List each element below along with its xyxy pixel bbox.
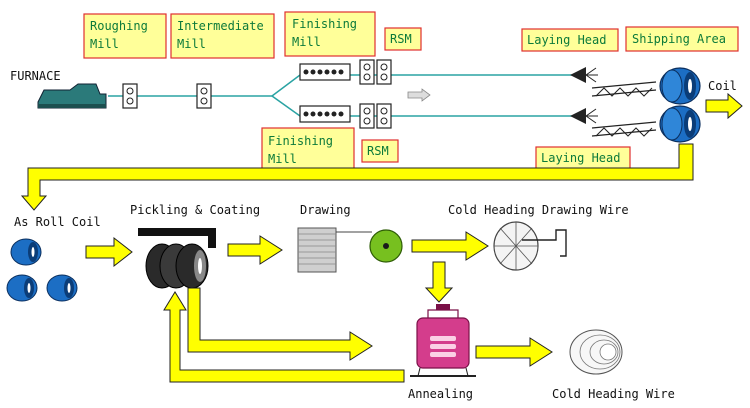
coil-bottom-icon bbox=[659, 105, 701, 143]
finishing-mill-top-icon bbox=[299, 63, 351, 81]
finishing-mill-top-label-line1: Finishing bbox=[292, 17, 357, 31]
coil-label: Coil bbox=[708, 79, 737, 93]
roughing-mill-label-box: Roughing Mill bbox=[83, 13, 167, 59]
roughing-mill-label-line2: Mill bbox=[90, 37, 119, 51]
annealing-furnace-icon bbox=[410, 304, 476, 377]
finishing-mill-bottom-label-line1: Finishing bbox=[268, 134, 333, 148]
furnace-icon bbox=[37, 83, 107, 109]
to-annealing-arrow bbox=[424, 261, 454, 303]
cold-heading-drawing-wire-label: Cold Heading Drawing Wire bbox=[448, 203, 629, 217]
coil-top-icon bbox=[659, 67, 701, 105]
pickling-coating-label: Pickling & Coating bbox=[130, 203, 260, 217]
laying-head-top-label: Laying Head bbox=[527, 33, 606, 47]
conveyor-top-icon bbox=[591, 81, 657, 97]
rsm-bottom-icon bbox=[359, 103, 392, 129]
pickling-coating-icon bbox=[138, 228, 216, 289]
as-roll-coil-icon bbox=[6, 238, 78, 302]
finishing-mill-bottom-icon bbox=[299, 105, 351, 123]
laying-head-bottom-label: Laying Head bbox=[541, 151, 620, 165]
laying-head-bottom-label-box: Laying Head bbox=[535, 146, 631, 170]
finishing-mill-top-label-box: Finishing Mill bbox=[284, 11, 376, 57]
furnace-label: FURNACE bbox=[10, 69, 61, 83]
rsm-top-label-box: RSM bbox=[384, 27, 422, 51]
finishing-mill-top-label-line2: Mill bbox=[292, 35, 321, 49]
conveyor-bottom-icon bbox=[591, 121, 657, 137]
shipping-area-label-box: Shipping Area bbox=[625, 26, 739, 52]
coil-output-arrow bbox=[705, 92, 743, 120]
laying-head-top-label-box: Laying Head bbox=[521, 28, 619, 52]
rsm-top-icon bbox=[359, 59, 392, 85]
cold-heading-wire-icon bbox=[569, 329, 623, 375]
return-flow-arrow bbox=[20, 143, 694, 211]
roughing-mill-stand-icon bbox=[122, 83, 138, 109]
to-cold-heading-drawing-wire-arrow bbox=[411, 231, 489, 261]
as-roll-coil-label: As Roll Coil bbox=[14, 215, 101, 229]
finishing-mill-bottom-label-line2: Mill bbox=[268, 152, 297, 166]
to-pickling-arrow bbox=[85, 236, 133, 268]
intermediate-mill-label-line1: Intermediate bbox=[177, 19, 264, 33]
drawing-label: Drawing bbox=[300, 203, 351, 217]
laying-head-top-icon bbox=[570, 67, 598, 83]
intermediate-mill-stand-icon bbox=[196, 83, 212, 109]
direction-arrow-icon bbox=[407, 88, 431, 102]
to-drawing-arrow bbox=[227, 235, 283, 265]
rsm-bottom-label: RSM bbox=[367, 144, 389, 158]
laying-head-bottom-icon bbox=[570, 108, 598, 124]
pickling-to-annealing-arrow bbox=[187, 287, 373, 361]
intermediate-mill-label-box: Intermediate Mill bbox=[170, 13, 275, 59]
to-cold-heading-wire-arrow bbox=[475, 337, 553, 367]
rsm-bottom-label-box: RSM bbox=[361, 139, 399, 163]
finishing-mill-bottom-label-box: Finishing Mill bbox=[261, 127, 355, 171]
roughing-mill-label-line1: Roughing bbox=[90, 19, 148, 33]
intermediate-mill-label-line2: Mill bbox=[177, 37, 206, 51]
cold-heading-drawing-wire-icon bbox=[493, 221, 567, 271]
annealing-return-arrow bbox=[163, 291, 405, 383]
cold-heading-wire-label: Cold Heading Wire bbox=[552, 387, 675, 401]
shipping-area-label: Shipping Area bbox=[632, 32, 726, 46]
annealing-label: Annealing bbox=[408, 387, 473, 401]
rsm-top-label: RSM bbox=[390, 32, 412, 46]
drawing-machine-icon bbox=[297, 227, 403, 273]
